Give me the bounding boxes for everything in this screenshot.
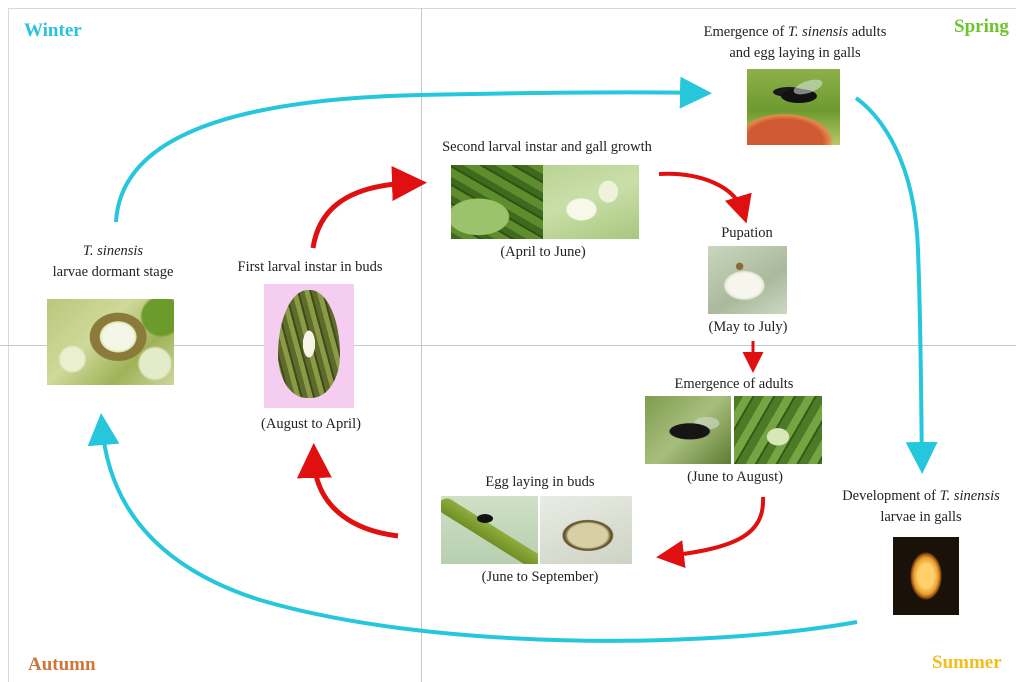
development-prefix: Development of	[842, 488, 939, 504]
dormant-stage-text: larvae dormant stage	[53, 264, 174, 280]
emergence-spring-prefix: Emergence of	[704, 24, 788, 40]
gall-growth-photo-1	[451, 165, 543, 239]
stage-emergence-spring-label: Emergence of T. sinensis adults and egg …	[680, 22, 910, 64]
stage-first-instar-period: (August to April)	[236, 414, 386, 435]
red-arrow-egg-laying-to-first-instar	[314, 458, 398, 536]
gall-growth-photo-2	[543, 165, 639, 239]
twig-image	[441, 496, 538, 564]
blue-arrow-spring-to-summer	[856, 98, 922, 462]
development-species: T. sinensis	[940, 488, 1000, 504]
emergence-spring-suffix: adults	[848, 24, 886, 40]
stage-egg-laying-label: Egg laying in buds	[466, 472, 614, 493]
stage-second-instar-period: (April to June)	[478, 242, 608, 263]
stage-first-instar-label: First larval instar in buds	[222, 257, 398, 278]
summer-larva-photo	[893, 537, 959, 615]
stage-egg-laying-period: (June to September)	[464, 567, 616, 588]
red-arrow-second-instar-to-pupation	[659, 174, 743, 212]
egg-laying-wasp	[477, 514, 493, 523]
stage-development-label: Development of T. sinensis larvae in gal…	[826, 486, 1016, 528]
development-line2: larvae in galls	[880, 509, 961, 525]
emergence-spring-line2: and egg laying in galls	[729, 45, 860, 61]
stage-pupation-period: (May to July)	[686, 317, 810, 338]
egg-laying-photo-1	[441, 496, 538, 564]
stage-pupation-label: Pupation	[700, 223, 794, 244]
egg-laying-photo-2	[540, 496, 632, 564]
bud-image	[278, 290, 340, 398]
stage-emergence-adults-label: Emergence of adults	[656, 374, 812, 395]
dormant-larva-photo	[47, 299, 174, 385]
first-instar-bud-photo	[264, 284, 354, 408]
dormant-species-name: T. sinensis	[83, 243, 143, 259]
stage-dormant-label: T. sinensis larvae dormant stage	[40, 241, 186, 283]
adult-wasp-photo-1	[645, 396, 731, 464]
pupa-photo	[708, 246, 787, 314]
emergence-spring-species: T. sinensis	[788, 24, 848, 40]
stage-emergence-adults-period: (June to August)	[670, 467, 800, 488]
adult-wasp-photo-2	[734, 396, 822, 464]
spring-adult-wasp-photo	[747, 69, 840, 145]
stage-second-instar-label: Second larval instar and gall growth	[420, 137, 674, 158]
red-arrow-emergence-to-egg-laying	[668, 497, 763, 556]
red-arrow-first-to-second-instar	[313, 183, 412, 248]
